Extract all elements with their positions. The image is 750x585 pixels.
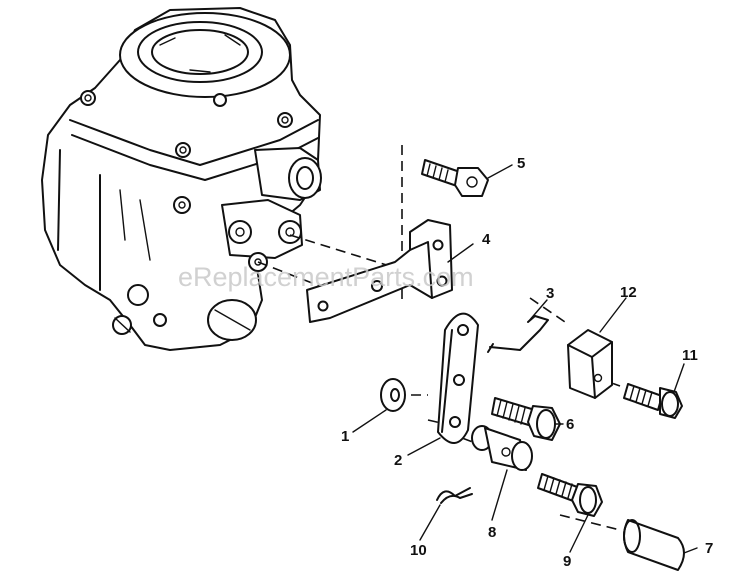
- callout-9: 9: [563, 553, 571, 570]
- callout-2: 2: [394, 452, 402, 469]
- part-bolt-11: [623, 383, 683, 419]
- assembly-guide-lines: [257, 145, 621, 531]
- callout-4: 4: [482, 231, 491, 248]
- part-link-plate: [437, 312, 479, 444]
- part-bracket: [306, 219, 453, 323]
- callout-6: 6: [566, 416, 574, 433]
- watermark-text: eReplacementParts.com: [178, 262, 474, 292]
- carburetor-body: [41, 7, 322, 351]
- callout-7: 7: [705, 540, 713, 557]
- callout-8: 8: [488, 524, 496, 541]
- part-cotter-pin: [436, 487, 473, 504]
- part-bolt-9: [537, 473, 603, 517]
- callout-11: 11: [682, 347, 698, 364]
- part-spring-clip: [487, 315, 549, 353]
- part-washer: [380, 378, 406, 412]
- part-cap: [623, 519, 685, 571]
- callout-labels: 1 2 3 4 5 6 7 8 9 10 11 12: [341, 155, 713, 570]
- part-bolt-5: [421, 159, 489, 197]
- part-block: [567, 329, 613, 399]
- leader-lines: [352, 164, 698, 554]
- callout-12: 12: [620, 284, 637, 301]
- callout-5: 5: [517, 155, 525, 172]
- callout-1: 1: [341, 428, 349, 445]
- callout-10: 10: [410, 542, 427, 559]
- callout-3: 3: [546, 285, 554, 302]
- part-bolt-6: [491, 397, 561, 441]
- part-swivel: [471, 425, 533, 471]
